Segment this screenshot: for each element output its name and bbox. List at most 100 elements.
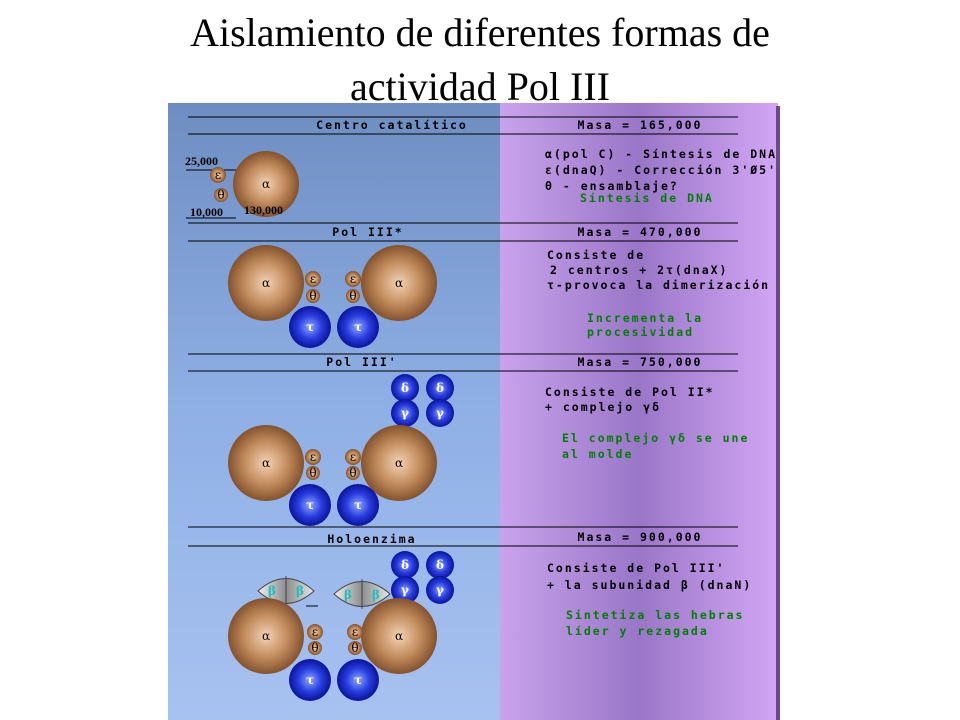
theta-symbol: θ: [349, 289, 356, 303]
delta-subunit: [391, 374, 419, 402]
theta-symbol: θ: [311, 641, 318, 655]
theta-symbol: θ: [349, 466, 356, 480]
alpha-symbol: α: [395, 629, 403, 643]
tau-subunit: [289, 659, 331, 701]
alpha-symbol: α: [262, 177, 270, 191]
gamma-symbol: γ: [401, 406, 409, 420]
delta-subunit: [391, 551, 419, 579]
tau-subunit: [337, 484, 379, 526]
tau-symbol: τ: [306, 498, 314, 512]
alpha-subunit: [361, 425, 437, 501]
desc-line-3: τ-provoca la dimerización: [547, 278, 770, 292]
gamma-symbol: γ: [436, 406, 444, 420]
alpha-weight: 130,000: [244, 203, 283, 217]
delta-subunit: [426, 374, 454, 402]
gamma-symbol: γ: [436, 583, 444, 597]
beta-symbol: β: [296, 584, 304, 598]
tau-symbol: τ: [354, 320, 362, 334]
gamma-symbol: γ: [401, 583, 409, 597]
green-note-line-2: líder y rezagada: [566, 624, 709, 638]
alpha-symbol: α: [395, 276, 403, 290]
alpha-symbol: α: [395, 456, 403, 470]
slide-title-line-2: actividad Pol III: [350, 64, 610, 109]
epsilon-subunit: [210, 167, 226, 183]
desc-line-2: + la subunidad β (dnaN): [547, 578, 752, 592]
tau-subunit: [337, 306, 379, 348]
green-note-line-1: El complejo γδ se une: [562, 431, 749, 445]
green-note-line-2: procesividad: [587, 325, 694, 339]
tau-symbol: τ: [354, 673, 362, 687]
section-mass: Masa = 750,000: [578, 355, 703, 369]
section-mass: Masa = 470,000: [578, 225, 703, 239]
theta-subunit: [308, 641, 322, 655]
epsilon-symbol: ε: [350, 272, 356, 286]
theta-subunit: [346, 466, 360, 480]
tau-subunit: [289, 484, 331, 526]
desc-line-3: θ - ensamblaje?: [545, 179, 679, 193]
gamma-subunit: [391, 399, 419, 427]
green-note-line-1: Sintetiza las hebras: [566, 608, 744, 622]
desc-line-2: + complejo γδ: [545, 400, 661, 414]
section-heading: Holoenzima: [327, 532, 416, 546]
desc-line-2: ε(dnaQ) - Corrección 3'Ø5': [545, 163, 777, 177]
theta-weight: 10,000: [190, 205, 223, 219]
theta-subunit: [348, 641, 362, 655]
delta-subunit: [426, 551, 454, 579]
epsilon-symbol: ε: [215, 168, 221, 182]
section-centro-catalitico: Centro catalítico Masa = 165,000 25,000 …: [185, 116, 777, 219]
slide-title-line-1: Aislamiento de diferentes formas de: [190, 10, 770, 55]
desc-line-2: 2 centros + 2τ(dnaX): [550, 263, 728, 277]
green-note-line-1: Incrementa la: [587, 311, 703, 325]
tau-subunit: [337, 659, 379, 701]
desc-line-1: Consiste de: [547, 248, 645, 262]
desc-line-1: α(pol C) - Síntesis de DNA: [545, 147, 777, 161]
theta-symbol: θ: [217, 188, 224, 202]
epsilon-symbol: ε: [350, 450, 356, 464]
epsilon-symbol: ε: [312, 625, 318, 639]
section-mass: Masa = 900,000: [578, 530, 703, 544]
alpha-symbol: α: [262, 276, 270, 290]
section-mass: Masa = 165,000: [578, 118, 703, 132]
section-heading: Pol III*: [332, 225, 403, 239]
epsilon-subunit: [305, 449, 321, 465]
epsilon-symbol: ε: [310, 450, 316, 464]
beta-clamp: β β: [333, 579, 391, 609]
alpha-subunit: [228, 245, 304, 321]
alpha-subunit: [361, 598, 437, 674]
theta-symbol: θ: [309, 466, 316, 480]
alpha-subunit: [228, 598, 304, 674]
epsilon-subunit: [307, 624, 323, 640]
alpha-symbol: α: [262, 629, 270, 643]
theta-subunit: [346, 289, 360, 303]
section-holoenzima: Holoenzima Masa = 900,000 δ δ γ γ β β β …: [188, 526, 752, 701]
green-note-line-2: al molde: [562, 447, 633, 461]
right-panel-background: [500, 103, 778, 720]
desc-line-1: Consiste de Pol III': [547, 561, 725, 575]
beta-symbol: β: [268, 584, 276, 598]
delta-symbol: δ: [436, 558, 444, 572]
section-pol-iii-star: Pol III* Masa = 470,000 α α ε θ ε θ τ τ …: [188, 222, 770, 348]
theta-symbol: θ: [309, 289, 316, 303]
panel-shadow: [776, 106, 780, 720]
theta-subunit: [306, 466, 320, 480]
beta-symbol: β: [372, 588, 380, 602]
gamma-subunit: [391, 576, 419, 604]
epsilon-symbol: ε: [352, 625, 358, 639]
theta-symbol: θ: [351, 641, 358, 655]
desc-line-1: Consiste de Pol II*: [545, 385, 715, 399]
tau-symbol: τ: [306, 673, 314, 687]
epsilon-subunit: [345, 449, 361, 465]
beta-symbol: β: [344, 588, 352, 602]
theta-subunit: [306, 289, 320, 303]
epsilon-subunit: [345, 271, 361, 287]
slide-title: Aislamiento de diferentes formas de acti…: [0, 6, 960, 114]
alpha-subunit: [361, 245, 437, 321]
section-heading: Pol III': [326, 355, 397, 369]
tau-subunit: [289, 306, 331, 348]
tau-symbol: τ: [306, 320, 314, 334]
alpha-symbol: α: [262, 456, 270, 470]
alpha-subunit: [228, 425, 304, 501]
epsilon-symbol: ε: [310, 272, 316, 286]
gamma-subunit: [426, 399, 454, 427]
